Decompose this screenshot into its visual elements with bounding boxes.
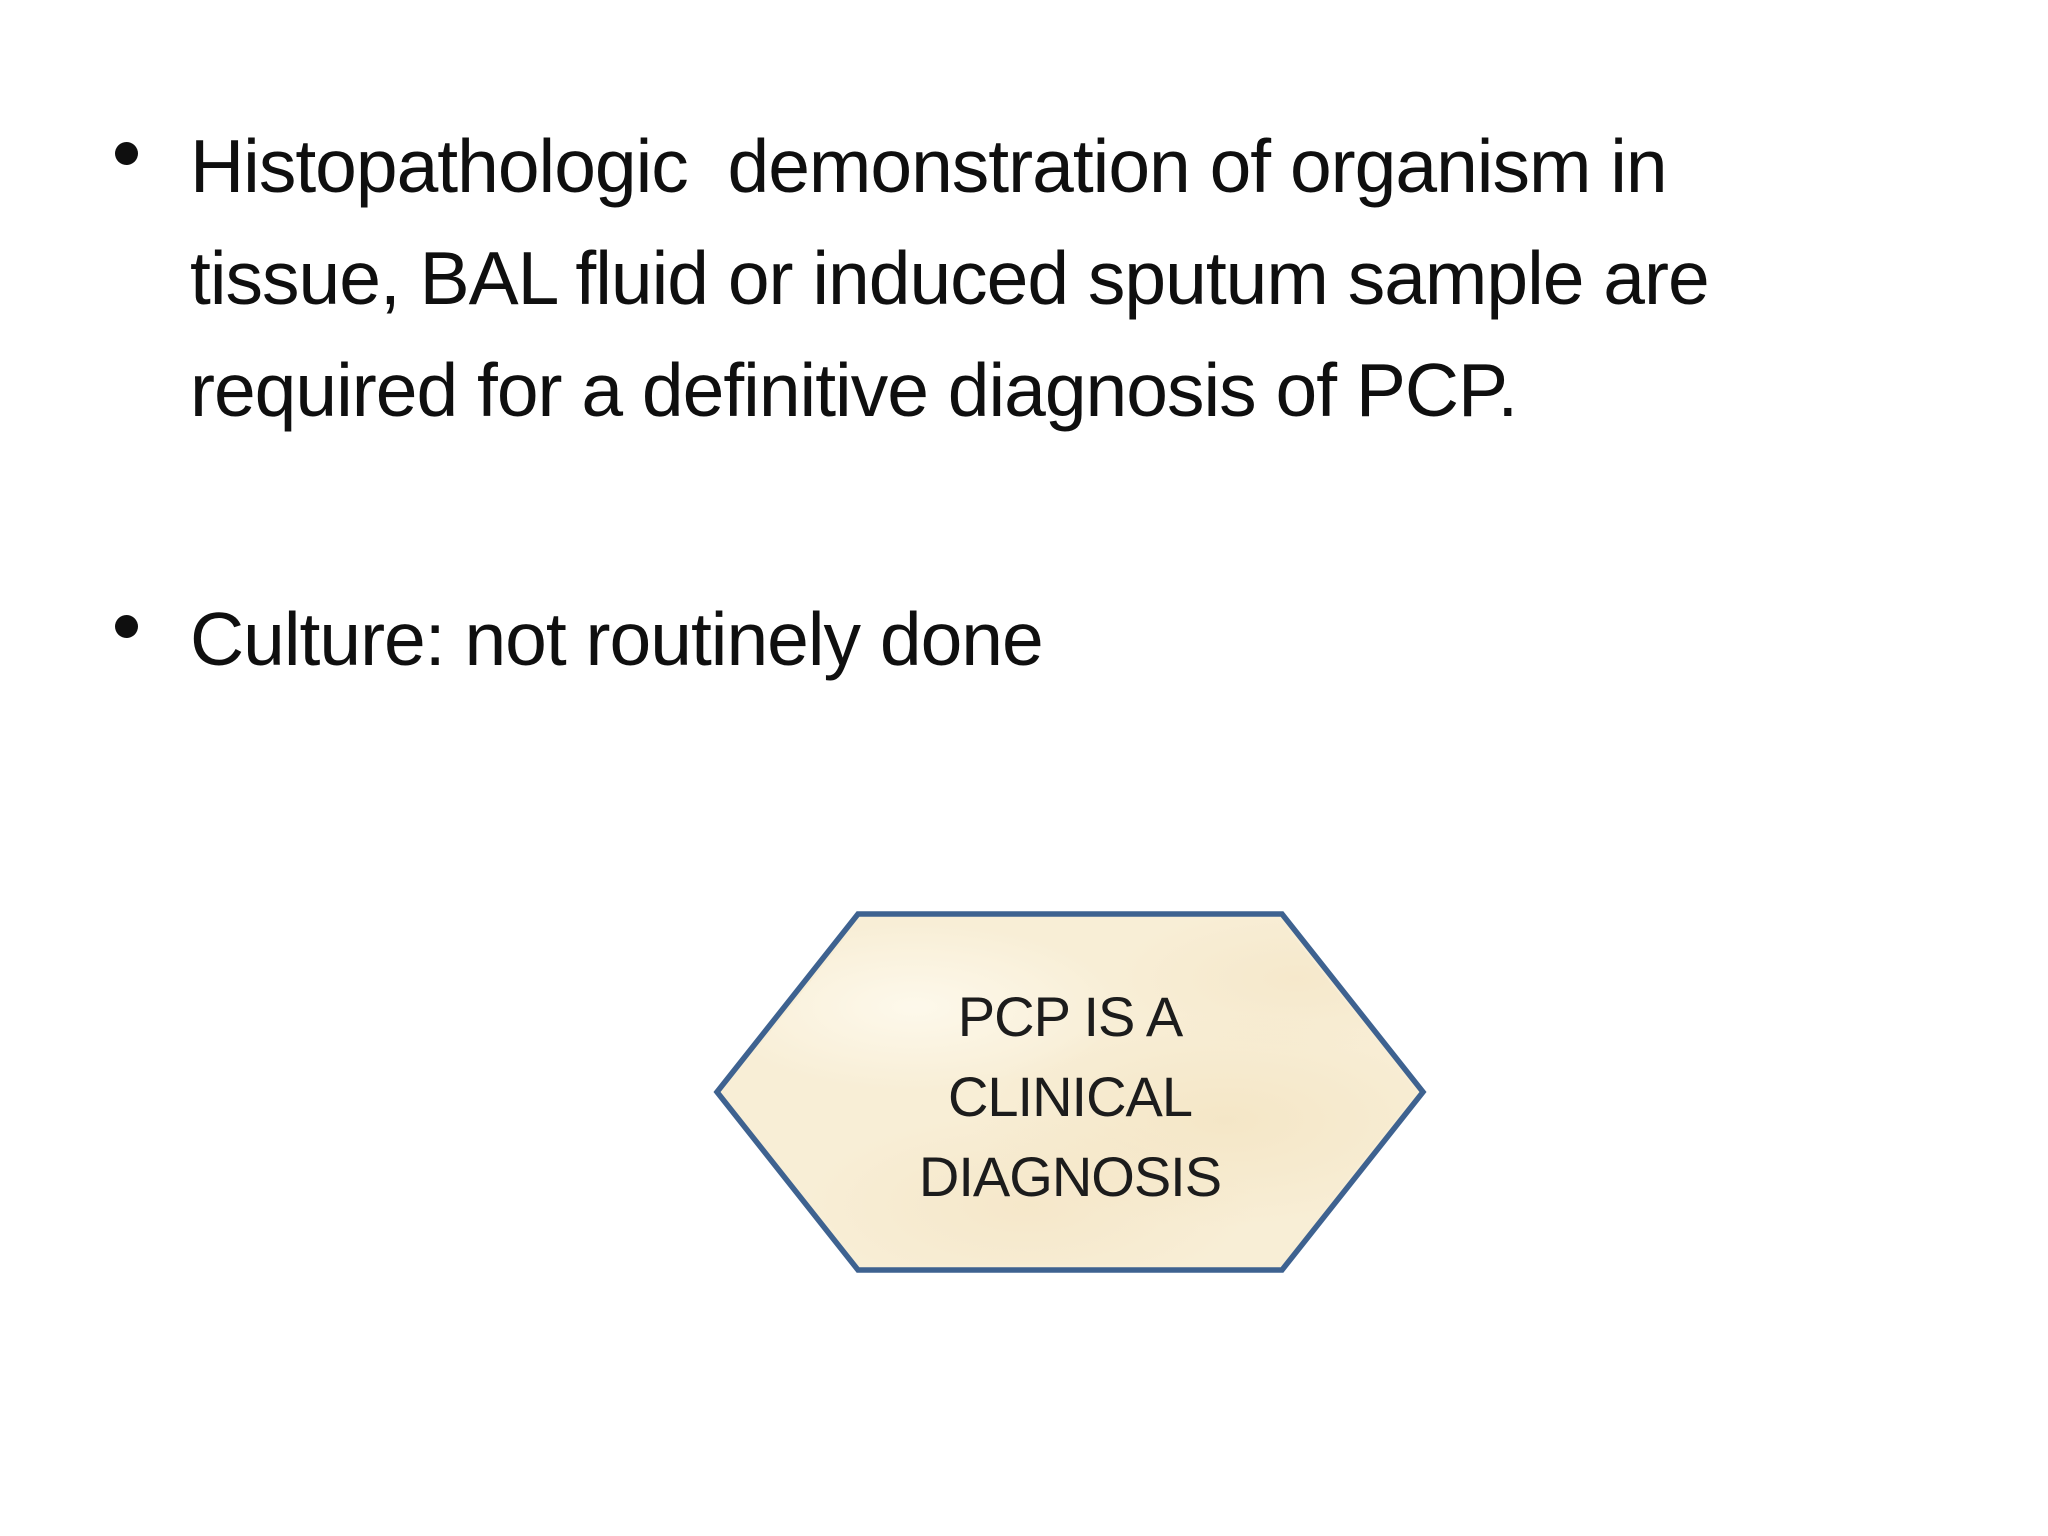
hexagon-label: PCP IS A CLINICAL DIAGNOSIS xyxy=(712,910,1428,1274)
bullet-line: required for a definitive diagnosis of P… xyxy=(190,348,1518,432)
bullet-line: tissue, BAL fluid or induced sputum samp… xyxy=(190,236,1710,320)
hexagon-callout: PCP IS A CLINICAL DIAGNOSIS xyxy=(712,910,1428,1274)
hexagon-line: PCP IS A xyxy=(957,985,1183,1048)
hexagon-line: CLINICAL xyxy=(947,1065,1193,1128)
bullet-item-histopathologic: Histopathologic demonstration of organis… xyxy=(114,110,1710,446)
bullet-line: Culture: not routinely done xyxy=(190,597,1044,681)
bullet-item-culture: Culture: not routinely done xyxy=(114,583,1044,695)
bullet-text: Histopathologic demonstration of organis… xyxy=(190,110,1710,446)
bullet-text: Culture: not routinely done xyxy=(190,583,1044,695)
hexagon-line: DIAGNOSIS xyxy=(918,1145,1222,1208)
bullet-icon xyxy=(115,142,138,165)
bullet-icon xyxy=(115,615,138,638)
bullet-line: Histopathologic demonstration of organis… xyxy=(190,124,1668,208)
